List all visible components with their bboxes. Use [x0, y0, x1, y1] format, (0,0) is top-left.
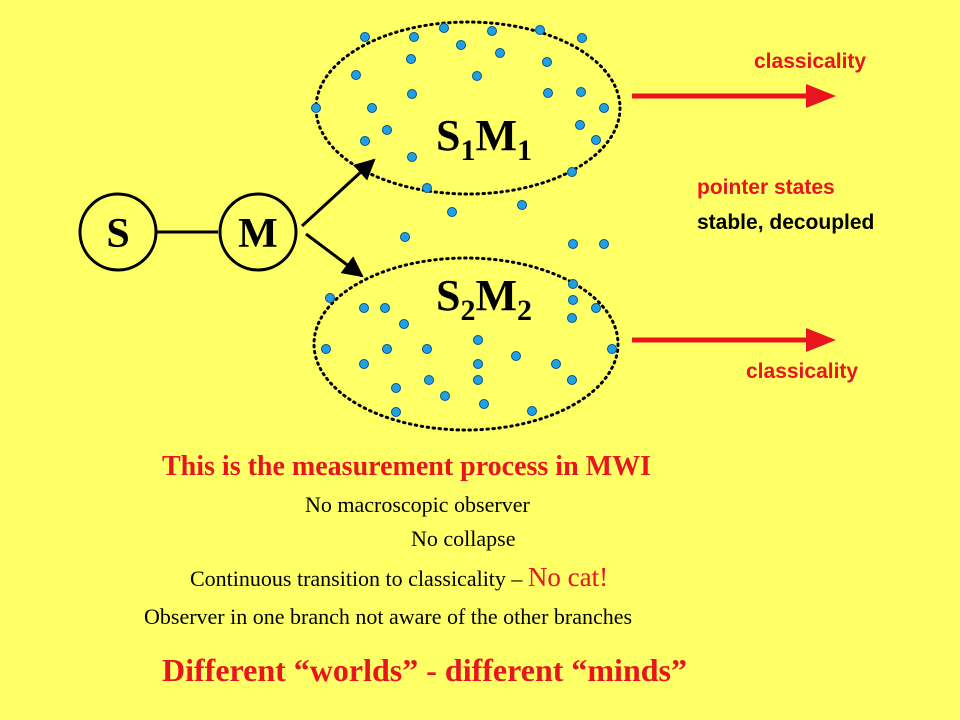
environment-dot: [406, 54, 416, 64]
environment-dot: [568, 239, 578, 249]
environment-dot: [473, 375, 483, 385]
environment-dot: [599, 239, 609, 249]
environment-dot: [382, 344, 392, 354]
environment-dot: [382, 125, 392, 135]
environment-dot: [542, 57, 552, 67]
environment-dot: [568, 279, 578, 289]
branch2-arrow: [305, 232, 364, 278]
branch1-arrow: [300, 158, 376, 228]
pointer-states-label: pointer states: [697, 176, 835, 199]
stable-decoupled-label: stable, decoupled: [697, 211, 875, 234]
environment-dot: [473, 335, 483, 345]
environment-dot: [422, 344, 432, 354]
environment-dot: [591, 303, 601, 313]
no-observer-text: No macroscopic observer: [305, 492, 530, 517]
environment-dot: [479, 399, 489, 409]
environment-dot: [359, 359, 369, 369]
environment-dot: [409, 32, 419, 42]
environment-dot: [311, 103, 321, 113]
environment-dot: [567, 167, 577, 177]
environment-dot: [567, 375, 577, 385]
no-collapse-text: No collapse: [411, 526, 516, 551]
s-node-label: S: [106, 211, 129, 257]
environment-dot: [360, 136, 370, 146]
environment-dot: [380, 303, 390, 313]
continuous-transition-text: Continuous transition to classicality – …: [190, 562, 608, 593]
environment-dot: [391, 383, 401, 393]
environment-dot: [399, 319, 409, 329]
environment-dot: [447, 207, 457, 217]
environment-dot: [360, 32, 370, 42]
environment-dot: [407, 89, 417, 99]
environment-dot: [527, 406, 537, 416]
environment-dot: [400, 232, 410, 242]
environment-dot: [351, 70, 361, 80]
heading-text: This is the measurement process in MWI: [162, 451, 651, 482]
environment-dot: [535, 25, 545, 35]
no-cat-emphasis: No cat!: [527, 562, 609, 592]
environment-dot: [440, 391, 450, 401]
branch2-label: S2M2: [436, 271, 532, 327]
conclusion-text: Different “worlds” - different “minds”: [162, 652, 687, 688]
environment-dot: [543, 88, 553, 98]
environment-dot: [367, 103, 377, 113]
continuous-transition-prefix: Continuous transition to classicality –: [190, 566, 528, 591]
environment-dot: [568, 295, 578, 305]
environment-dot: [359, 303, 369, 313]
environment-dot: [599, 103, 609, 113]
environment-dot: [495, 48, 505, 58]
classicality-label-bottom: classicality: [746, 360, 859, 383]
m-node-circle: [218, 192, 298, 272]
environment-dot: [325, 293, 335, 303]
environment-dot: [551, 359, 561, 369]
environment-dot: [577, 33, 587, 43]
classicality-arrow-bottom: [632, 328, 836, 352]
environment-dot: [473, 359, 483, 369]
branch2-ellipse: [312, 256, 620, 432]
environment-dots: [311, 23, 617, 417]
environment-dot: [576, 87, 586, 97]
environment-dot: [591, 135, 601, 145]
s-node-circle: [78, 192, 158, 272]
classicality-arrow-top: [632, 84, 836, 108]
environment-dot: [391, 407, 401, 417]
environment-dot: [487, 26, 497, 36]
environment-dot: [517, 200, 527, 210]
environment-dot: [456, 40, 466, 50]
branch1-label: S1M1: [436, 111, 532, 167]
observer-branch-text: Observer in one branch not aware of the …: [144, 604, 633, 629]
environment-dot: [575, 120, 585, 130]
environment-dot: [321, 344, 331, 354]
environment-dot: [567, 313, 577, 323]
environment-dot: [424, 375, 434, 385]
environment-dot: [607, 344, 617, 354]
m-node-label: M: [238, 211, 278, 257]
classicality-label-top: classicality: [754, 50, 867, 73]
environment-dot: [422, 183, 432, 193]
environment-dot: [511, 351, 521, 361]
environment-dot: [407, 152, 417, 162]
environment-dot: [472, 71, 482, 81]
environment-dot: [439, 23, 449, 33]
